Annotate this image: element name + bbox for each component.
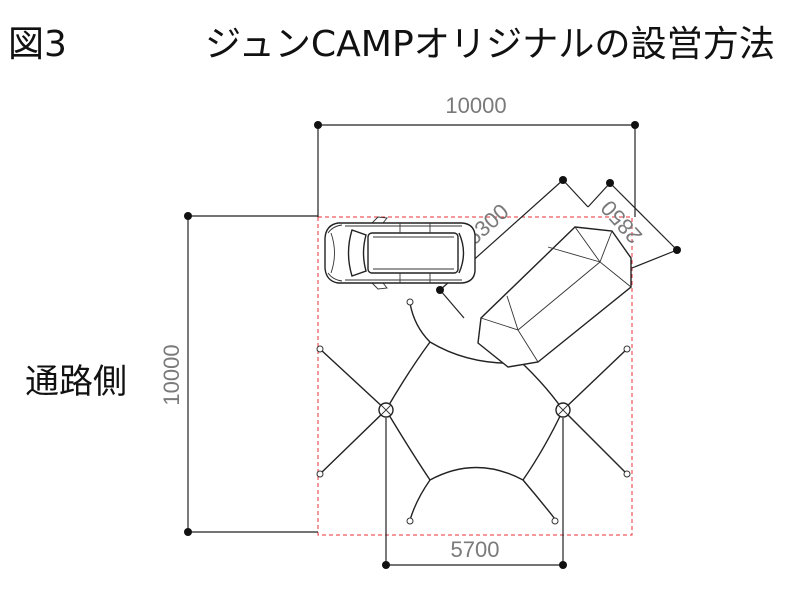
car: [324, 216, 476, 290]
car-rear-window: [458, 232, 465, 274]
left-dimension: 10000: [159, 212, 318, 536]
tent-width-extension: [587, 182, 611, 208]
tent-width-dimension-end: [606, 179, 614, 187]
tarp-pole-left: [378, 402, 394, 418]
car-tent-dimension-end: [436, 286, 444, 294]
left-dimension-end-top: [184, 212, 192, 220]
bottom-dimension-end-right: [559, 561, 567, 569]
left-dimension-end-bottom: [184, 528, 192, 536]
car-body: [324, 222, 476, 284]
stake: [551, 517, 559, 525]
tarp-edge: [409, 302, 431, 343]
top-dimension: 10000: [314, 93, 639, 217]
car-tent-extension: [439, 289, 465, 319]
stake: [406, 298, 414, 306]
car-tent-extension: [562, 179, 589, 208]
tent-width-dimension-end: [673, 246, 681, 254]
stake: [316, 345, 324, 353]
stake: [406, 517, 414, 525]
car-windshield: [347, 229, 367, 277]
car-headlight: [327, 272, 343, 282]
tent-panel-line: [599, 230, 613, 263]
tarp-pole-right: [555, 402, 571, 418]
tarp-edge: [522, 479, 556, 520]
guy-rope: [319, 409, 387, 475]
tent-outline: [477, 226, 632, 368]
tent-width-dimension-line: [609, 182, 678, 251]
stake: [623, 345, 631, 353]
tent-panel-line: [506, 295, 519, 331]
car-tent-dimension-end: [559, 176, 567, 184]
top-dimension-label: 10000: [445, 93, 506, 118]
tent-ridge: [517, 261, 601, 331]
stake: [623, 470, 631, 478]
car-mirror: [370, 216, 388, 224]
car-roof: [367, 232, 459, 274]
bottom-dimension-label: 5700: [451, 537, 500, 562]
figure-label: 図3: [8, 24, 67, 65]
top-dimension-end-right: [631, 121, 639, 129]
left-dimension-label: 10000: [159, 344, 184, 405]
page-title: ジュンCAMPオリジナルの設営方法: [205, 24, 775, 65]
tent-panel-line: [547, 246, 601, 263]
tent-width-extension: [631, 249, 678, 269]
stake: [316, 470, 324, 478]
tarp-edge: [409, 479, 431, 521]
tarp: [316, 298, 631, 525]
tent: [477, 226, 632, 368]
tarp-edge: [385, 409, 431, 481]
guy-rope: [562, 348, 628, 411]
tarp-edge: [522, 363, 564, 411]
tarp-edge: [429, 466, 524, 481]
guy-rope: [562, 409, 628, 475]
bottom-dimension-end-left: [382, 561, 390, 569]
site-boundary: [317, 216, 633, 536]
guy-rope: [319, 348, 387, 411]
car-headlight: [327, 224, 343, 234]
top-dimension-end-left: [314, 121, 322, 129]
car-hood-line: [330, 232, 335, 274]
car-mirror: [370, 282, 388, 290]
tarp-edge: [385, 341, 431, 411]
tarp-edge: [522, 409, 564, 481]
aisle-side-label: 通路側: [25, 362, 127, 402]
bottom-dimension: 5700: [382, 418, 567, 569]
